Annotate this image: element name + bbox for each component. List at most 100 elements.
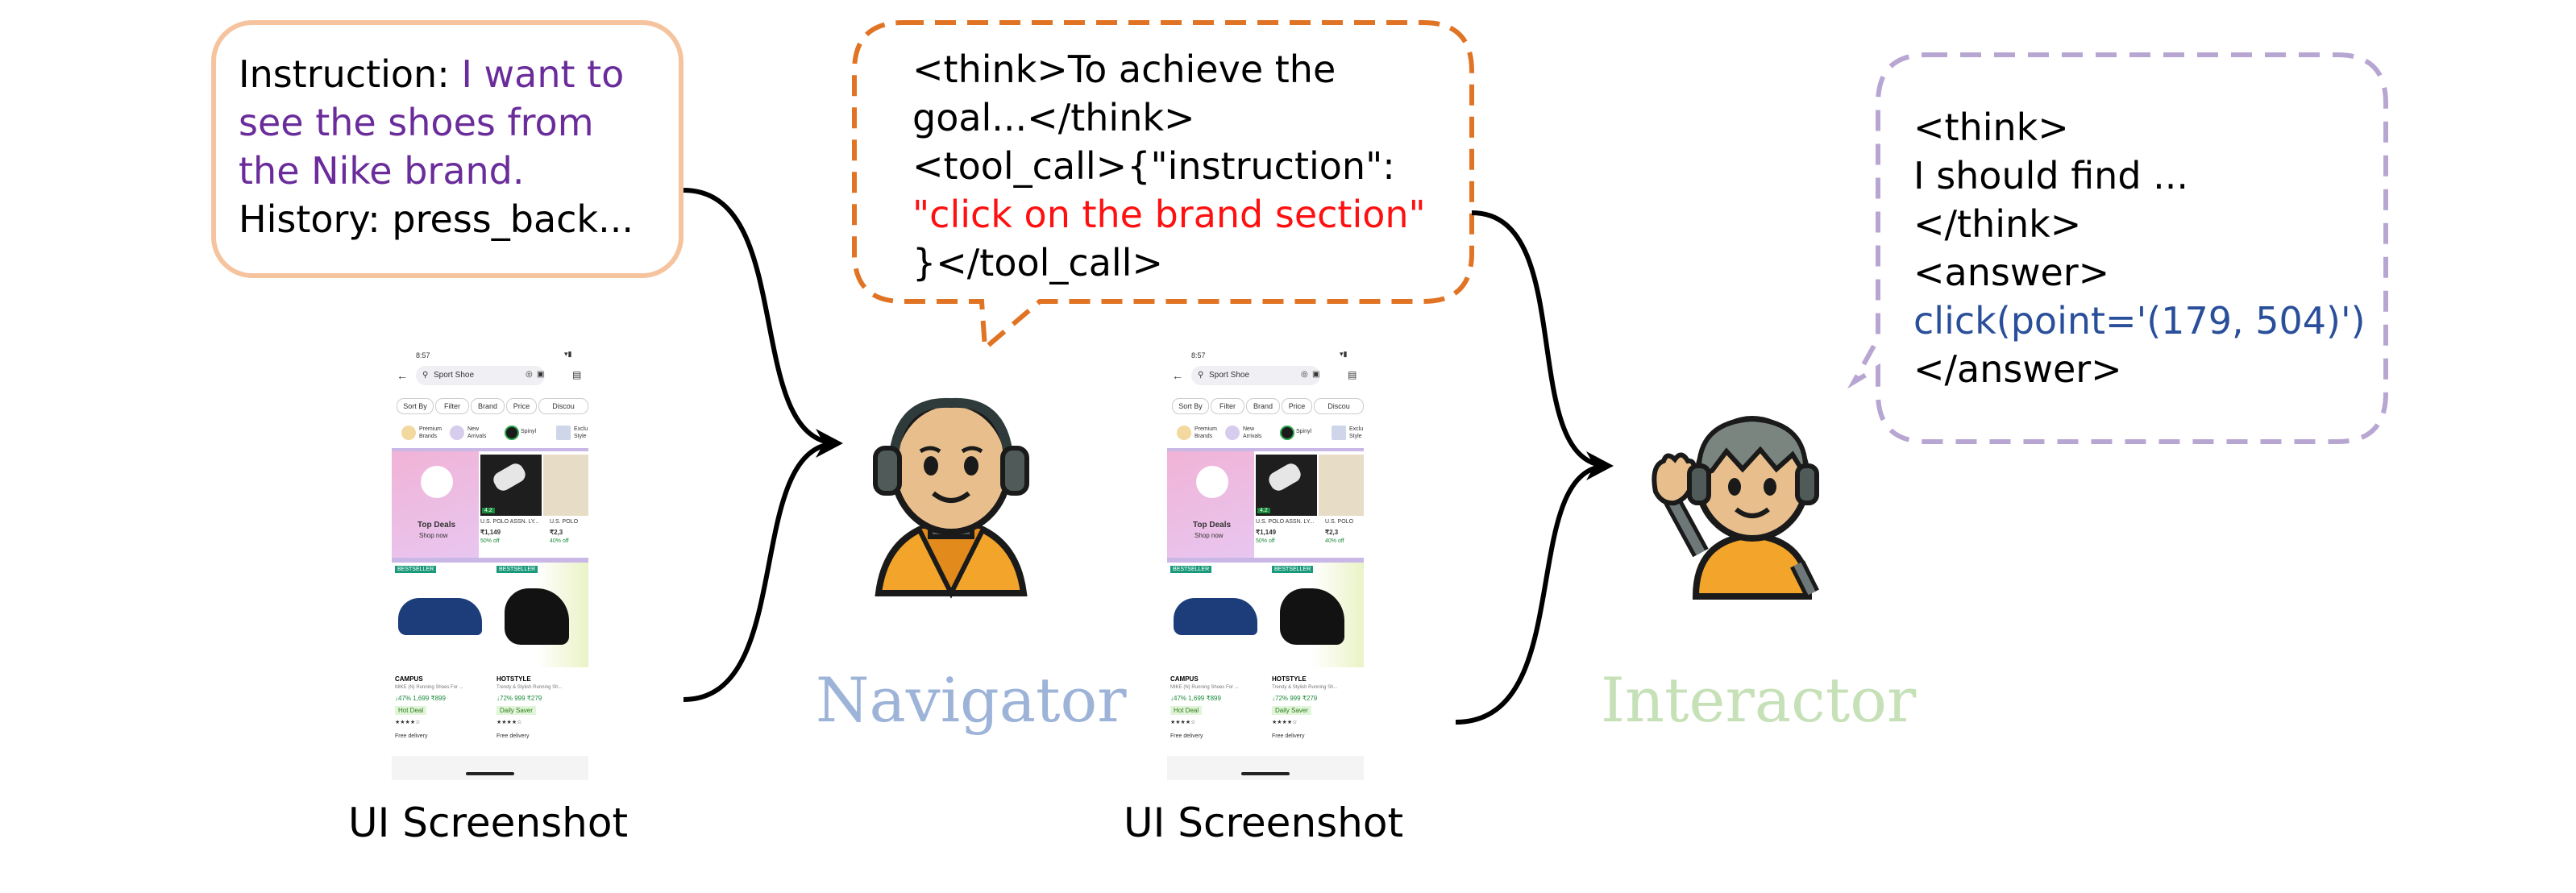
desc-campus: MIKE (N) Running Shoes For ... bbox=[395, 685, 463, 690]
search-icon: ⚲ bbox=[422, 371, 429, 380]
navigator-bubble-outline bbox=[852, 20, 1474, 354]
home-indicator[interactable] bbox=[1241, 772, 1290, 775]
interactor-line-5: click(point='(179, 504)') bbox=[1913, 299, 2366, 343]
category-spinyl[interactable]: Spinyl bbox=[521, 429, 537, 434]
navigator-line-1: <think>To achieve the bbox=[912, 48, 1336, 91]
chip-discount[interactable]: Discou bbox=[1314, 398, 1364, 414]
product-name-1: U.S. POLO ASSN. LY... bbox=[480, 519, 539, 525]
chip-filter[interactable]: Filter bbox=[435, 398, 469, 414]
mic-icon[interactable]: ◎ bbox=[1301, 370, 1308, 379]
history-text: History: press_back... bbox=[239, 197, 634, 241]
top-deals-sub[interactable]: Shop now bbox=[419, 532, 448, 539]
category-new-arrivals[interactable]: New Arrivals bbox=[467, 426, 487, 439]
status-icons: ▾▮ bbox=[1340, 350, 1348, 358]
navigator-label: Navigator bbox=[816, 664, 1127, 736]
camera-icon[interactable]: ▣ bbox=[537, 370, 545, 379]
arrow-screenshot-to-navigator bbox=[683, 441, 839, 702]
chip-brand[interactable]: Brand bbox=[471, 398, 505, 414]
interactor-label: Interactor bbox=[1601, 664, 1917, 736]
search-text[interactable]: Sport Shoe bbox=[434, 371, 475, 380]
chip-sort[interactable]: Sort By bbox=[1172, 398, 1209, 414]
bestseller-badge-2: BESTSELLER bbox=[1272, 566, 1314, 573]
category-premium[interactable]: Premium Brands bbox=[1195, 426, 1218, 439]
chip-sort[interactable]: Sort By bbox=[397, 398, 434, 414]
section-divider bbox=[1167, 558, 1364, 563]
exclusive-style-icon[interactable] bbox=[556, 426, 571, 440]
chip-price[interactable]: Price bbox=[506, 398, 537, 414]
search-bar[interactable] bbox=[416, 366, 545, 385]
bestseller-badge-1: BESTSELLER bbox=[395, 566, 437, 573]
arrowhead-interactor bbox=[1586, 451, 1614, 480]
desc-hotstyle: Trendy & Stylish Running Sh... bbox=[1272, 685, 1338, 690]
caption-screenshot-left: UI Screenshot bbox=[348, 800, 629, 846]
ui-screenshot-left: 8:57 ▾▮ ← ⚲ Sport Shoe ◎ ▣ ▤ Sort By Fil… bbox=[392, 347, 588, 780]
bestseller-badge-1: BESTSELLER bbox=[1170, 566, 1212, 573]
top-deals-title: Top Deals bbox=[418, 521, 456, 530]
home-indicator[interactable] bbox=[466, 772, 514, 775]
status-time: 8:57 bbox=[1191, 351, 1206, 359]
category-exclusive[interactable]: Exclu Style bbox=[574, 426, 588, 439]
spinyl-icon[interactable] bbox=[505, 426, 519, 440]
banner-divider bbox=[392, 448, 588, 451]
product-image-2[interactable] bbox=[543, 455, 588, 516]
instruction-text-1: I want to bbox=[461, 52, 625, 96]
chip-discount[interactable]: Discou bbox=[538, 398, 588, 414]
new-arrivals-icon[interactable] bbox=[450, 426, 464, 440]
chip-filter[interactable]: Filter bbox=[1211, 398, 1244, 414]
arrowhead-navigator bbox=[816, 429, 843, 458]
bottom-bar bbox=[392, 756, 588, 780]
interactor-line-1: <think> bbox=[1913, 106, 2069, 149]
rating-badge: 4.2 bbox=[1257, 508, 1270, 513]
deal-hotstyle: Daily Saver bbox=[497, 706, 536, 715]
product-image-2[interactable] bbox=[1319, 455, 1364, 516]
product-name-2: U.S. POLO bbox=[550, 519, 579, 525]
product-price-2: ₹2,3 bbox=[1325, 529, 1339, 536]
delivery-hotstyle: Free delivery bbox=[1272, 733, 1305, 739]
premium-brands-icon[interactable] bbox=[401, 426, 416, 440]
back-arrow-icon[interactable]: ← bbox=[397, 369, 408, 382]
interactor-line-3: </think> bbox=[1913, 202, 2082, 246]
mic-icon[interactable]: ◎ bbox=[526, 370, 533, 379]
new-arrivals-icon[interactable] bbox=[1225, 426, 1240, 440]
status-time: 8:57 bbox=[416, 351, 430, 359]
exclusive-style-icon[interactable] bbox=[1332, 426, 1346, 440]
deal-logo bbox=[421, 466, 453, 498]
ui-screenshot-right: 8:57 ▾▮ ← ⚲ Sport Shoe ◎ ▣ ▤ Sort By Fil… bbox=[1167, 347, 1364, 780]
camera-icon[interactable]: ▣ bbox=[1312, 370, 1320, 379]
category-new-arrivals[interactable]: New Arrivals bbox=[1243, 426, 1262, 439]
cart-icon[interactable]: ▤ bbox=[572, 369, 582, 380]
interactor-avatar bbox=[1652, 416, 1819, 600]
interactor-line-6: </answer> bbox=[1913, 347, 2122, 391]
back-arrow-icon[interactable]: ← bbox=[1172, 369, 1183, 382]
caption-screenshot-right: UI Screenshot bbox=[1124, 800, 1404, 846]
category-premium[interactable]: Premium Brands bbox=[419, 426, 442, 439]
desc-campus: MIKE (N) Running Shoes For ... bbox=[1170, 685, 1239, 690]
chip-brand[interactable]: Brand bbox=[1246, 398, 1280, 414]
product-price-2: ₹2,3 bbox=[550, 529, 563, 536]
category-exclusive[interactable]: Exclu Style bbox=[1349, 426, 1364, 439]
banner-divider bbox=[1167, 448, 1364, 451]
price-hotstyle: ↓72% 999 ₹279 bbox=[1272, 695, 1318, 702]
product-price-1: ₹1,149 bbox=[1256, 529, 1277, 536]
arrow-navigator-to-interactor bbox=[1471, 210, 1610, 468]
product-off-1: 50% off bbox=[480, 538, 500, 544]
cart-icon[interactable]: ▤ bbox=[1348, 369, 1357, 380]
premium-brands-icon[interactable] bbox=[1177, 426, 1191, 440]
search-icon: ⚲ bbox=[1198, 371, 1204, 380]
navigator-line-3: <tool_call>{"instruction": bbox=[912, 144, 1395, 188]
chip-price[interactable]: Price bbox=[1282, 398, 1312, 414]
search-text[interactable]: Sport Shoe bbox=[1209, 371, 1250, 380]
deal-logo bbox=[1196, 466, 1228, 498]
product-name-1: U.S. POLO ASSN. LY... bbox=[1256, 519, 1315, 525]
desc-hotstyle: Trendy & Stylish Running Sh... bbox=[497, 685, 563, 690]
shoe-shape-campus bbox=[1174, 598, 1257, 635]
navigator-line-4: "click on the brand section" bbox=[912, 193, 1426, 236]
interactor-line-2: I should find ... bbox=[1913, 154, 2189, 197]
instruction-label: Instruction: bbox=[239, 52, 462, 96]
category-spinyl[interactable]: Spinyl bbox=[1296, 429, 1312, 434]
instruction-line-1: Instruction: I want to bbox=[239, 50, 624, 98]
top-deals-sub[interactable]: Shop now bbox=[1195, 532, 1224, 539]
search-bar[interactable] bbox=[1191, 366, 1320, 385]
spinyl-icon[interactable] bbox=[1280, 426, 1294, 440]
